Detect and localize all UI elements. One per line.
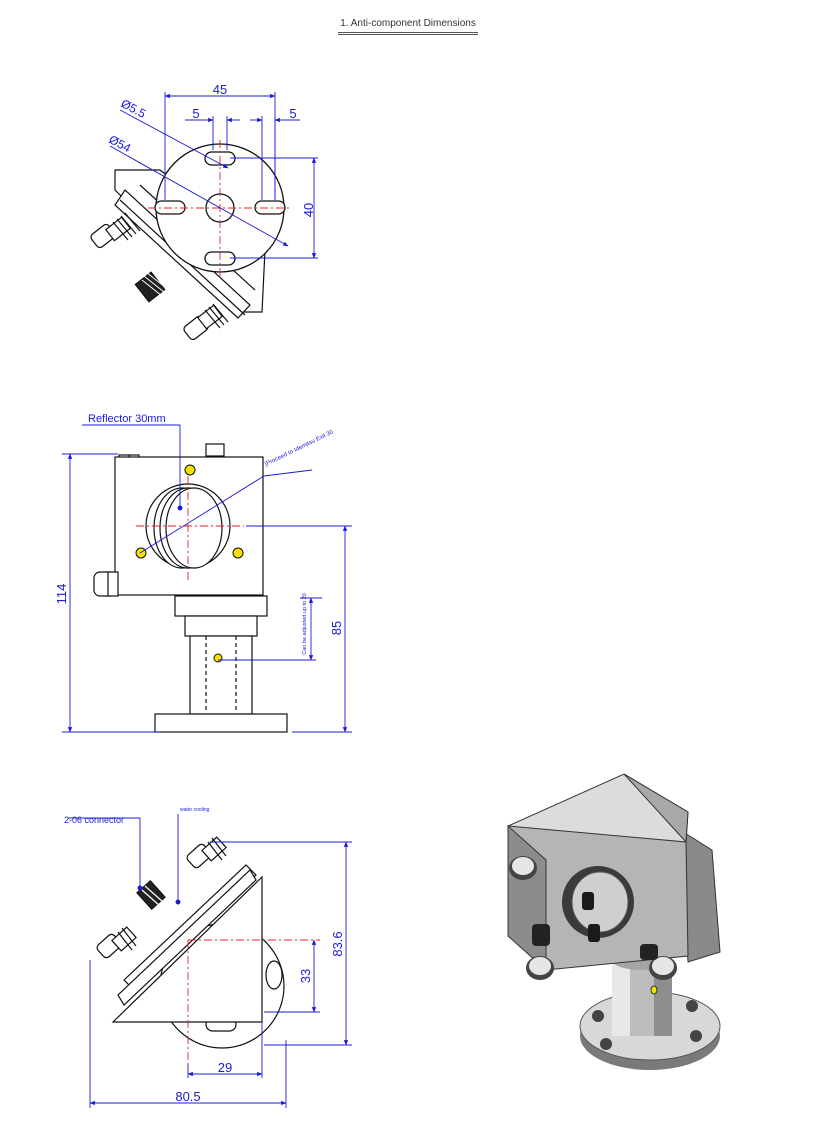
- top-view: 45 5 5 40 Ø5.5 Ø54: [90, 82, 318, 341]
- side-view: Reflector 30mm [Proceed to Idemitsu Exit…: [54, 413, 352, 733]
- dim-center-height: 85: [329, 621, 344, 635]
- dim-offset-width: 29: [218, 1060, 232, 1075]
- dim-total-height: 114: [54, 584, 69, 605]
- reflector-label: Reflector 30mm: [88, 413, 166, 425]
- dim-angle-height: 83.6: [330, 931, 345, 956]
- side-dimensions: [62, 424, 352, 733]
- angle-dimensions: [68, 814, 352, 1108]
- angle-centerlines: [187, 939, 320, 1064]
- adjust-knob-lower: [183, 303, 229, 341]
- product-render: [507, 773, 721, 1070]
- adjust-knob-upper: [90, 212, 141, 249]
- angle-view-body: [96, 836, 285, 1049]
- top-dimensions: [109, 92, 318, 259]
- page-title-text: 1. Anti-component Dimensions: [338, 18, 478, 35]
- proceed-note: [Proceed to Idemitsu Exit 30: [264, 429, 335, 468]
- dim-total-width: 80.5: [175, 1089, 200, 1104]
- dim-offset-height: 33: [298, 969, 313, 983]
- dim-width: 45: [213, 82, 227, 97]
- adjust-note: Can be adjusted up to 20: [302, 593, 308, 654]
- angle-water-connector: [136, 879, 166, 911]
- adjust-knob-left: [96, 926, 137, 959]
- dim-slot-left: 5: [192, 106, 199, 121]
- page-title: 1. Anti-component Dimensions: [0, 18, 816, 35]
- side-view-body: [93, 443, 288, 733]
- side-centerlines: [136, 476, 244, 580]
- connector-label: 2-06 connector: [64, 815, 124, 825]
- cooling-label: water cooling: [180, 807, 210, 813]
- dim-height-top: 40: [301, 203, 316, 217]
- water-connector: [134, 271, 167, 303]
- dim-slot-right: 5: [289, 106, 296, 121]
- angle-view: 2-06 connector water cooling 83.6 33 29 …: [64, 807, 352, 1108]
